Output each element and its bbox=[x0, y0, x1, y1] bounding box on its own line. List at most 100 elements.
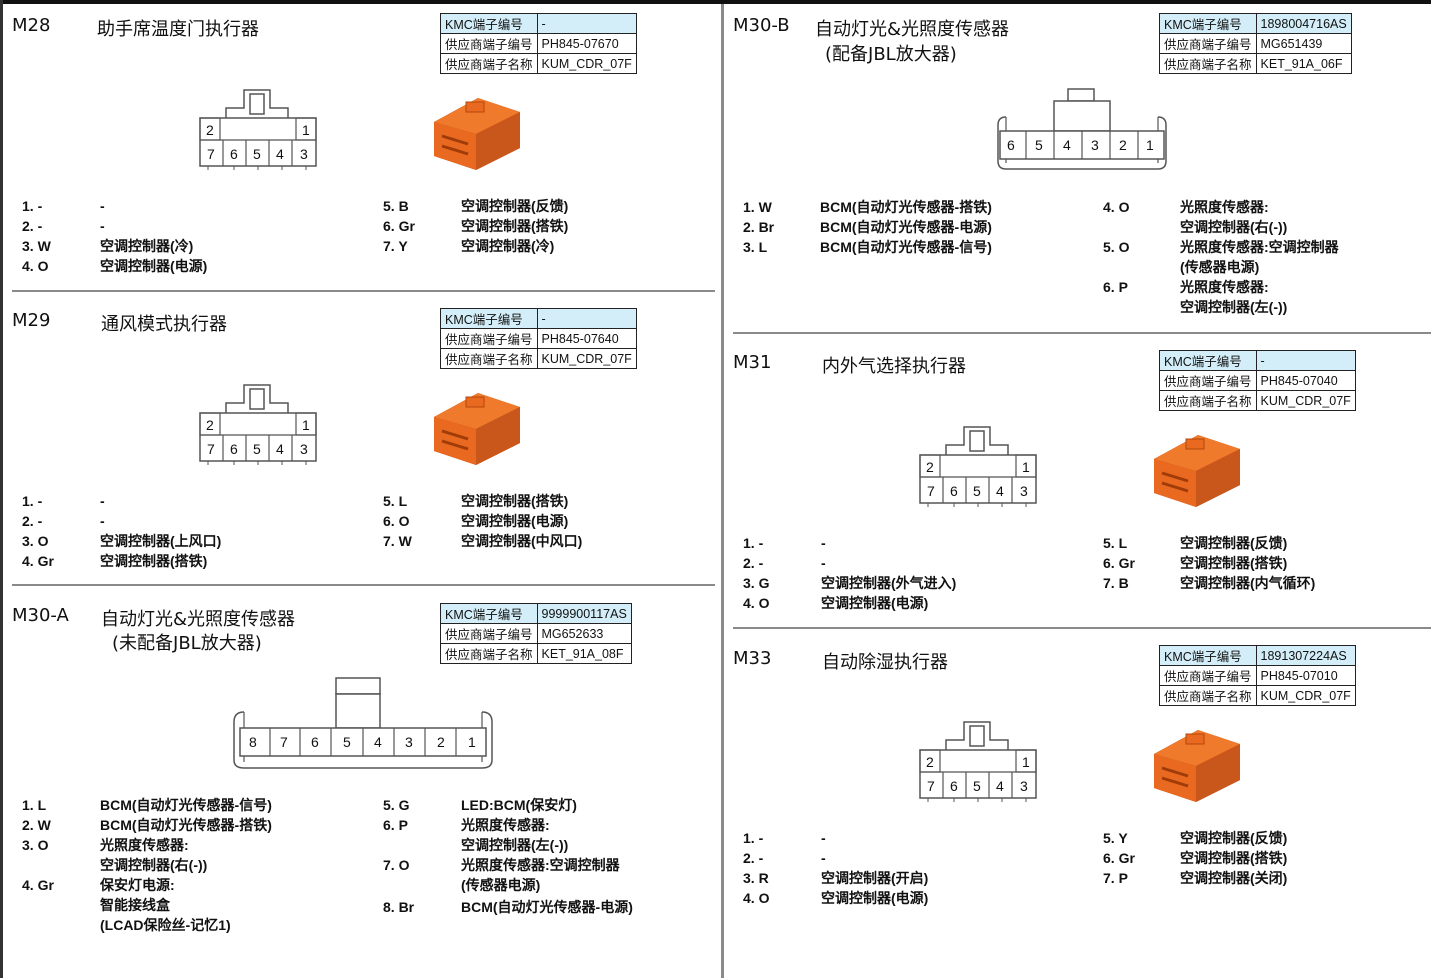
pin-description: 空调控制器(反馈) bbox=[1180, 830, 1288, 846]
pin-number: 1. W bbox=[743, 199, 772, 215]
pin-label: 6 bbox=[230, 146, 238, 162]
pin-label: 5 bbox=[343, 734, 351, 750]
section-divider bbox=[12, 290, 715, 292]
connector-id: M30-A bbox=[12, 605, 69, 626]
supplier-no-value: PH845-07640 bbox=[536, 328, 637, 349]
pin-label: 1 bbox=[1022, 754, 1030, 770]
kmc-label: KMC端子编号 bbox=[440, 13, 538, 34]
kmc-value: - bbox=[536, 13, 637, 34]
pin-description: - bbox=[821, 830, 826, 846]
connector-title: 自动除湿执行器 bbox=[822, 652, 948, 673]
pin-description: 空调控制器(反馈) bbox=[1180, 535, 1288, 551]
pin-number: 7. P bbox=[1103, 870, 1128, 886]
connector-id: M31 bbox=[733, 352, 772, 373]
connector-face-diagram: 8 7 6 5 4 3 2 1 bbox=[233, 677, 493, 769]
pin-number: 4. O bbox=[743, 890, 770, 906]
supplier-name-label: 供应商端子名称 bbox=[1159, 390, 1257, 411]
pin-label: 6 bbox=[230, 441, 238, 457]
pin-label: 5 bbox=[253, 146, 261, 162]
pin-description: 空调控制器(搭铁) bbox=[461, 493, 569, 509]
pin-number: 6. O bbox=[383, 513, 410, 529]
supplier-no-label: 供应商端子编号 bbox=[440, 623, 538, 644]
supplier-name-value: KUM_CDR_07F bbox=[536, 348, 637, 369]
kmc-value: - bbox=[1255, 350, 1356, 371]
pin-number: 8. Br bbox=[383, 899, 415, 915]
pin-number: 3. L bbox=[743, 239, 768, 255]
supplier-name-label: 供应商端子名称 bbox=[440, 53, 538, 74]
kmc-label: KMC端子编号 bbox=[1159, 350, 1257, 371]
section-divider bbox=[733, 627, 1431, 629]
pin-number: 3. W bbox=[22, 238, 51, 254]
pin-description: BCM(自动灯光传感器-信号) bbox=[100, 797, 272, 813]
connector-title: 自动灯光&光照度传感器 bbox=[101, 609, 296, 630]
pin-description: - bbox=[821, 850, 826, 866]
pin-label: 1 bbox=[1022, 459, 1030, 475]
pin-description: 空调控制器(左(-)) bbox=[1180, 299, 1288, 315]
pin-description: 光照度传感器: bbox=[100, 837, 189, 853]
connector-face-diagram: 2 1 7 6 5 4 3 bbox=[919, 426, 1037, 507]
pin-number: 6. Gr bbox=[383, 218, 415, 234]
pin-description: 光照度传感器: bbox=[1180, 199, 1269, 215]
pin-description: 光照度传感器:空调控制器 bbox=[461, 857, 620, 873]
pin-description: - bbox=[100, 198, 105, 214]
pin-label: 5 bbox=[1035, 137, 1043, 153]
pin-description: 保安灯电源: bbox=[100, 877, 175, 893]
top-border bbox=[0, 0, 1431, 4]
pin-number: 4. Gr bbox=[22, 877, 54, 893]
pin-label: 2 bbox=[206, 417, 214, 433]
pin-label: 6 bbox=[950, 778, 958, 794]
supplier-name-label: 供应商端子名称 bbox=[1159, 53, 1257, 74]
connector-face-diagram: 2 1 7 6 5 4 3 bbox=[199, 384, 317, 465]
supplier-name-label: 供应商端子名称 bbox=[440, 348, 538, 369]
kmc-label: KMC端子编号 bbox=[440, 603, 538, 624]
connector-title: 助手席温度门执行器 bbox=[97, 19, 259, 40]
pin-description: 空调控制器(电源) bbox=[100, 258, 208, 274]
pin-label: 7 bbox=[280, 734, 288, 750]
supplier-name-label: 供应商端子名称 bbox=[440, 643, 538, 664]
pin-number: 2. W bbox=[22, 817, 51, 833]
pin-description: 空调控制器(搭铁) bbox=[1180, 850, 1288, 866]
pin-description: 空调控制器(搭铁) bbox=[100, 553, 208, 569]
pin-number: 5. L bbox=[383, 493, 408, 509]
connector-face-diagram: 6 5 4 3 2 1 bbox=[997, 88, 1167, 170]
pin-description: (传感器电源) bbox=[1180, 259, 1260, 275]
pin-description: BCM(自动灯光传感器-搭铁) bbox=[100, 817, 272, 833]
pin-description: 空调控制器(搭铁) bbox=[461, 218, 569, 234]
pin-number: 3. O bbox=[22, 837, 49, 853]
pin-description: 空调控制器(冷) bbox=[100, 238, 194, 254]
pin-description: LED:BCM(保安灯) bbox=[461, 797, 577, 813]
pin-description: 空调控制器(中风口) bbox=[461, 533, 583, 549]
pin-number: 4. O bbox=[1103, 199, 1130, 215]
pin-label: 3 bbox=[405, 734, 413, 750]
pin-description: 空调控制器(外气进入) bbox=[821, 575, 957, 591]
kmc-value: 1898004716AS bbox=[1255, 13, 1352, 34]
connector-face-diagram: 2 1 7 6 5 4 3 bbox=[919, 721, 1037, 802]
pin-label: 3 bbox=[1020, 483, 1028, 499]
pin-number: 5. L bbox=[1103, 535, 1128, 551]
supplier-no-value: PH845-07670 bbox=[536, 33, 637, 54]
pin-label: 6 bbox=[1007, 137, 1015, 153]
pin-label: 4 bbox=[996, 483, 1004, 499]
left-border bbox=[0, 0, 3, 978]
connector-photo bbox=[434, 393, 520, 465]
pin-description: - bbox=[100, 513, 105, 529]
supplier-name-value: KET_91A_06F bbox=[1255, 53, 1352, 74]
pin-number: 2. - bbox=[22, 513, 43, 529]
pin-label: 1 bbox=[468, 734, 476, 750]
pin-number: 5. O bbox=[1103, 239, 1130, 255]
pin-number: 3. O bbox=[22, 533, 49, 549]
column-divider bbox=[721, 4, 724, 978]
pin-number: 3. R bbox=[743, 870, 769, 886]
pin-number: 2. - bbox=[22, 218, 43, 234]
kmc-label: KMC端子编号 bbox=[1159, 13, 1257, 34]
pin-description: 空调控制器(左(-)) bbox=[461, 837, 569, 853]
pin-description: 空调控制器(关闭) bbox=[1180, 870, 1288, 886]
pin-number: 6. P bbox=[1103, 279, 1128, 295]
pin-label: 4 bbox=[374, 734, 382, 750]
pin-description: BCM(自动灯光传感器-搭铁) bbox=[820, 199, 992, 215]
pin-label: 8 bbox=[249, 734, 257, 750]
pin-description: 空调控制器(电源) bbox=[821, 595, 929, 611]
pin-description: 空调控制器(冷) bbox=[461, 238, 555, 254]
pin-label: 3 bbox=[1091, 137, 1099, 153]
pin-description: 空调控制器(电源) bbox=[821, 890, 929, 906]
